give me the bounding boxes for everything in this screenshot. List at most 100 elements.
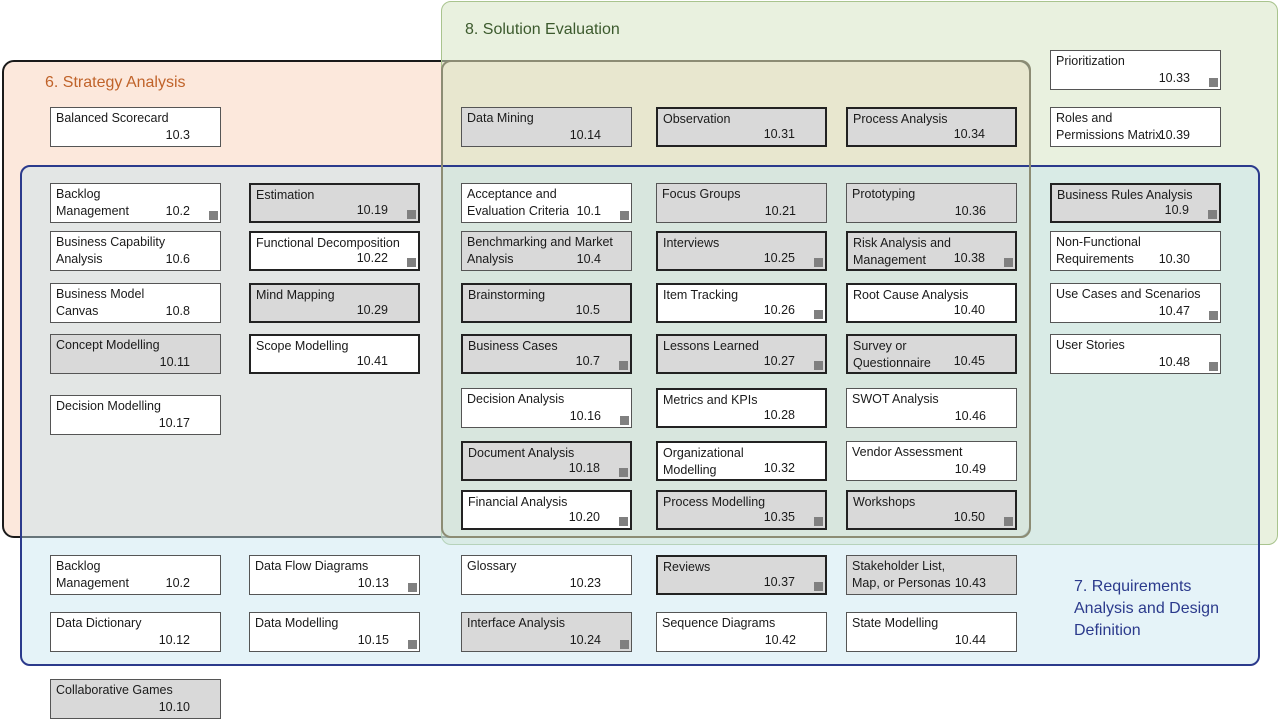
technique-number: 10.30 bbox=[1158, 252, 1190, 266]
square-marker-icon bbox=[1209, 78, 1218, 87]
technique-number: 10.2 bbox=[165, 204, 190, 218]
technique-number: 10.13 bbox=[357, 576, 389, 590]
technique-number: 10.24 bbox=[569, 633, 601, 647]
technique-name: Process Modelling bbox=[663, 495, 766, 509]
technique-number: 10.44 bbox=[954, 633, 986, 647]
technique-name: Estimation bbox=[256, 188, 315, 202]
square-marker-icon bbox=[814, 258, 823, 267]
square-marker-icon bbox=[1208, 210, 1217, 219]
technique-name: Item Tracking bbox=[663, 288, 739, 302]
technique-name: Prototyping bbox=[852, 187, 916, 201]
requirements-analysis-title: 7. Requirements Analysis and Design Defi… bbox=[1074, 578, 1219, 639]
technique-name: Brainstorming bbox=[468, 288, 546, 302]
technique-number: 10.3 bbox=[165, 128, 190, 142]
technique-name: Decision Modelling bbox=[56, 399, 161, 413]
technique-name: Document Analysis bbox=[468, 446, 575, 460]
technique-box: Data Mining 10.14 bbox=[461, 107, 632, 147]
technique-number: 10.48 bbox=[1158, 355, 1190, 369]
technique-number: 10.47 bbox=[1158, 304, 1190, 318]
technique-number: 10.12 bbox=[158, 633, 190, 647]
technique-number: 10.10 bbox=[158, 700, 190, 714]
technique-box: Reviews 10.37 bbox=[656, 555, 827, 595]
technique-number: 10.33 bbox=[1158, 71, 1190, 85]
square-marker-icon bbox=[814, 310, 823, 319]
technique-number: 10.40 bbox=[953, 303, 985, 317]
technique-number: 10.43 bbox=[954, 576, 986, 590]
technique-name: Functional Decomposition bbox=[256, 236, 400, 250]
technique-number: 10.38 bbox=[953, 251, 985, 265]
technique-number: 10.27 bbox=[763, 354, 795, 368]
technique-name: Mind Mapping bbox=[256, 288, 335, 302]
technique-box: Decision Modelling 10.17 bbox=[50, 395, 221, 435]
technique-box: Backlog Management 10.2 bbox=[50, 555, 221, 595]
technique-number: 10.8 bbox=[165, 304, 190, 318]
technique-number: 10.17 bbox=[158, 416, 190, 430]
technique-number: 10.31 bbox=[763, 127, 795, 141]
square-marker-icon bbox=[407, 258, 416, 267]
solution-evaluation-title: 8. Solution Evaluation bbox=[465, 21, 620, 38]
technique-name: Survey or Questionnaire bbox=[853, 339, 931, 370]
technique-name: State Modelling bbox=[852, 616, 939, 630]
strategy-analysis-title: 6. Strategy Analysis bbox=[45, 74, 186, 91]
square-marker-icon bbox=[620, 211, 629, 220]
technique-number: 10.34 bbox=[953, 127, 985, 141]
technique-number: 10.28 bbox=[763, 408, 795, 422]
square-marker-icon bbox=[1004, 258, 1013, 267]
technique-name: Business Model Canvas bbox=[56, 287, 145, 318]
square-marker-icon bbox=[814, 517, 823, 526]
technique-number: 10.4 bbox=[576, 252, 601, 266]
technique-name: Interviews bbox=[663, 236, 720, 250]
square-marker-icon bbox=[1209, 311, 1218, 320]
technique-name: Balanced Scorecard bbox=[56, 111, 169, 125]
technique-box: Estimation 10.19 bbox=[249, 183, 420, 223]
technique-box: State Modelling 10.44 bbox=[846, 612, 1017, 652]
technique-number: 10.32 bbox=[763, 461, 795, 475]
technique-number: 10.41 bbox=[356, 354, 388, 368]
technique-name: Data Mining bbox=[467, 111, 534, 125]
technique-name: Backlog Management bbox=[56, 187, 129, 218]
technique-number: 10.37 bbox=[763, 575, 795, 589]
technique-number: 10.42 bbox=[764, 633, 796, 647]
technique-number: 10.19 bbox=[356, 203, 388, 217]
technique-number: 10.14 bbox=[569, 128, 601, 142]
technique-name: Decision Analysis bbox=[467, 392, 565, 406]
square-marker-icon bbox=[1209, 362, 1218, 371]
technique-name: Acceptance and Evaluation Criteria bbox=[467, 187, 570, 218]
technique-box: Brainstorming 10.5 bbox=[461, 283, 632, 323]
square-marker-icon bbox=[619, 468, 628, 477]
square-marker-icon bbox=[814, 361, 823, 370]
technique-name: Business Cases bbox=[468, 339, 558, 353]
technique-number: 10.2 bbox=[165, 576, 190, 590]
technique-number: 10.22 bbox=[356, 251, 388, 265]
technique-name: Backlog Management bbox=[56, 559, 129, 590]
technique-name: Concept Modelling bbox=[56, 338, 160, 352]
technique-number: 10.5 bbox=[575, 303, 600, 317]
technique-number: 10.20 bbox=[568, 510, 600, 524]
technique-box: Balanced Scorecard 10.3 bbox=[50, 107, 221, 147]
technique-number: 10.7 bbox=[575, 354, 600, 368]
technique-name: Reviews bbox=[663, 560, 711, 574]
technique-number: 10.25 bbox=[763, 251, 795, 265]
strategy-solution-overlap-region bbox=[441, 60, 1031, 538]
